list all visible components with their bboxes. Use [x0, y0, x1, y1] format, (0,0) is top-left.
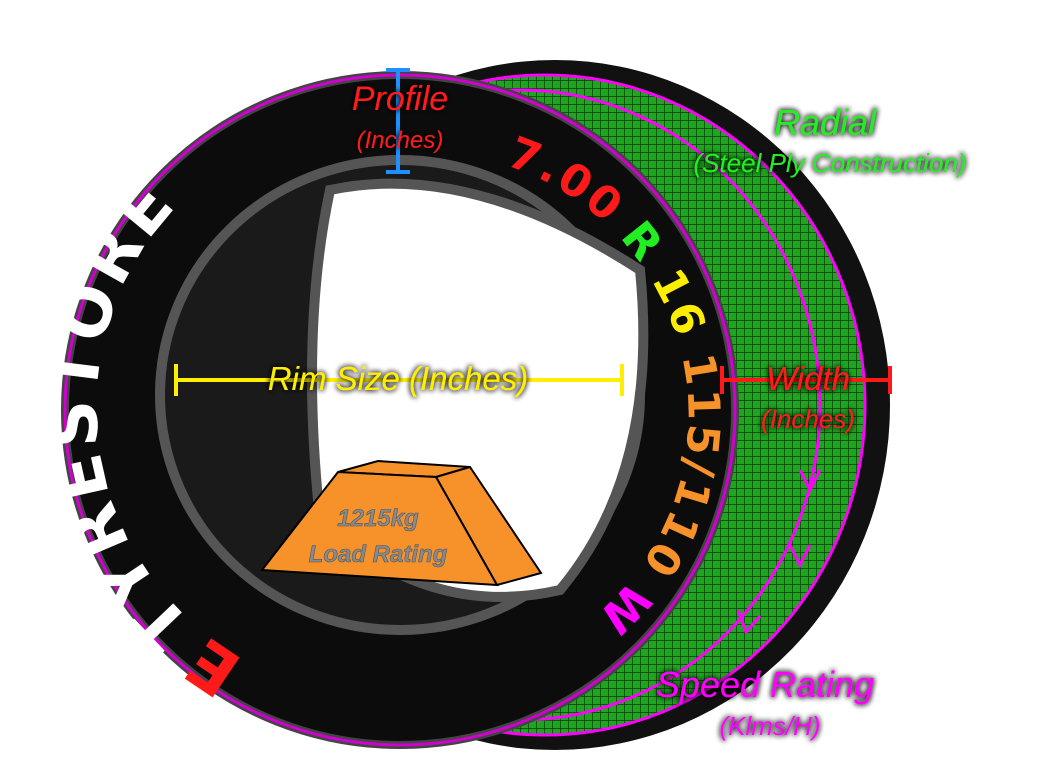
load-value: 1215kg — [337, 505, 419, 532]
width-marker — [720, 366, 892, 394]
profile-marker — [386, 68, 410, 174]
profile-unit: (Inches) — [357, 127, 444, 154]
rim-size-label: Rim Size (Inches) — [268, 360, 528, 397]
rim-size-marker — [174, 364, 624, 396]
speed-unit: (Klms/H) — [719, 711, 820, 741]
radial-sub-label: (Steel Ply Construction) — [693, 148, 966, 178]
width-unit: (Inches) — [761, 404, 855, 434]
profile-label: Profile — [352, 80, 448, 118]
tyre-sidewall — [61, 71, 739, 749]
speed-rating-label: Speed Rating — [656, 664, 874, 705]
speed-arrows — [736, 469, 822, 635]
width-label: Width — [766, 360, 850, 397]
load-rating-block: 1215kg Load Rating — [260, 459, 543, 587]
radial-label: Radial — [774, 102, 877, 143]
load-label: Load Rating — [309, 541, 448, 568]
